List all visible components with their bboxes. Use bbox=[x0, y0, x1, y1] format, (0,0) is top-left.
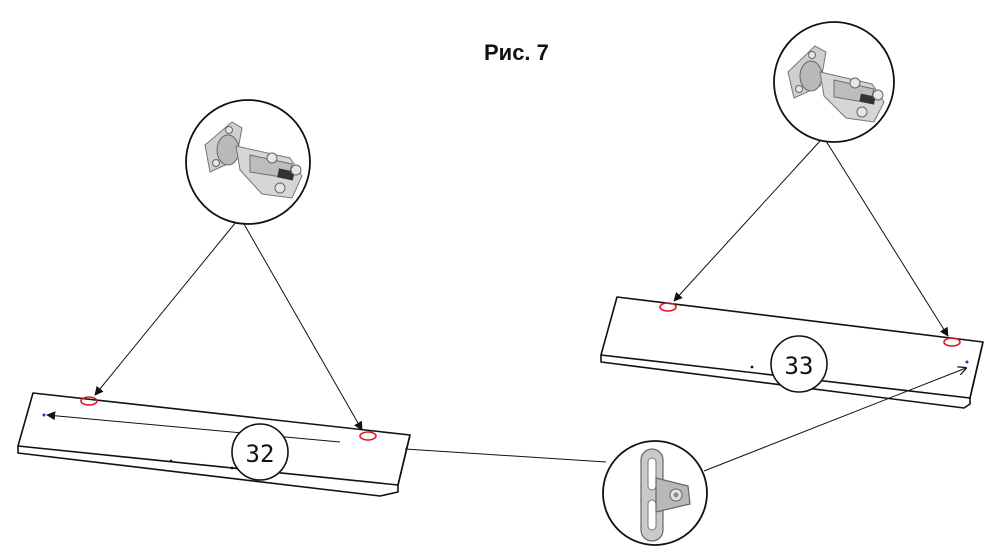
leader-line bbox=[404, 448, 607, 463]
hanging-bracket-icon bbox=[602, 440, 708, 546]
drill-dot bbox=[750, 365, 754, 369]
panel-number-32: 32 bbox=[246, 440, 275, 468]
panel-number-33: 33 bbox=[785, 352, 814, 380]
leader-line bbox=[673, 140, 821, 302]
pin-dot bbox=[965, 360, 969, 364]
leader-line bbox=[825, 140, 949, 337]
panel-number-circle bbox=[770, 335, 828, 393]
cup-hinge-icon bbox=[185, 99, 311, 225]
hinge-hole-marker bbox=[359, 431, 377, 441]
hinge-hole-marker bbox=[80, 396, 98, 406]
panel-32: 32 bbox=[17, 392, 411, 497]
panel-33-edge bbox=[600, 355, 971, 409]
pin-dot bbox=[42, 413, 46, 417]
hinge-hole-marker bbox=[659, 302, 677, 312]
bracket-arrow-32 bbox=[46, 411, 341, 443]
panel-33: 33 bbox=[600, 296, 984, 409]
cup-hinge-icon bbox=[773, 21, 895, 143]
leader-line bbox=[243, 223, 363, 431]
drill-dot bbox=[169, 459, 173, 463]
leader-line bbox=[703, 368, 966, 472]
panel-number-circle bbox=[231, 423, 289, 481]
panel-32-top bbox=[17, 392, 411, 486]
figure-title: Рис. 7 bbox=[484, 40, 549, 65]
drill-dot bbox=[230, 466, 234, 470]
panel-32-edge bbox=[17, 446, 399, 497]
leader-line bbox=[94, 221, 237, 396]
hinge-hole-marker bbox=[943, 337, 961, 347]
